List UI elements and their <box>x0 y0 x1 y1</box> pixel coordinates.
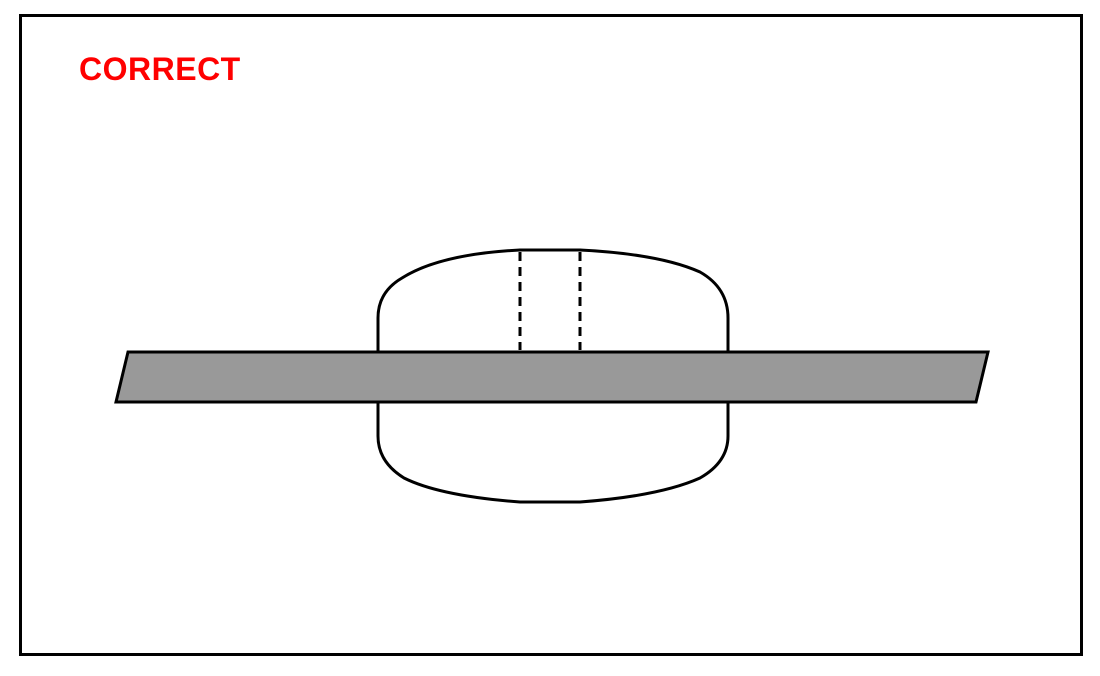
diagram-frame: CORRECT <box>19 14 1083 656</box>
correct-label: CORRECT <box>79 51 241 87</box>
slanted-band <box>114 350 990 404</box>
body-bottom-outline <box>376 402 730 504</box>
body-top-outline <box>376 248 730 352</box>
